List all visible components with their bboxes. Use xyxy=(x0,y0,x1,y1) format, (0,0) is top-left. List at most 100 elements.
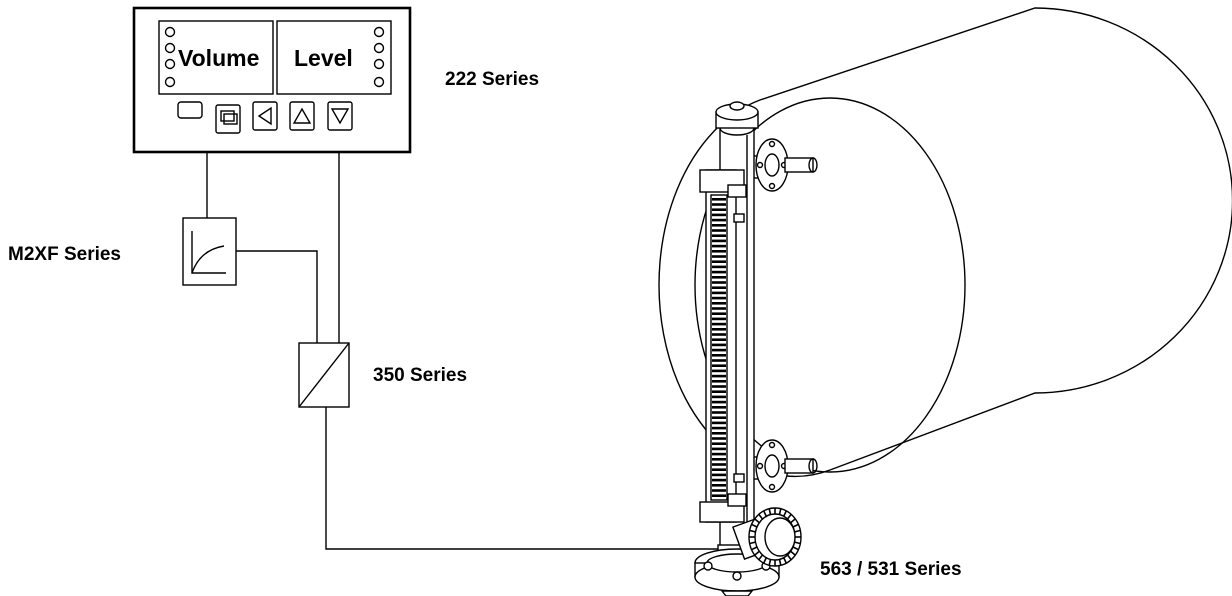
knurl-ridge xyxy=(786,513,792,520)
led-column-left xyxy=(164,26,176,88)
indicator-flap xyxy=(712,385,726,388)
indicator-flap xyxy=(712,291,726,295)
indicator-flap xyxy=(712,452,726,456)
indicator-flap xyxy=(712,281,726,284)
indicator-flap xyxy=(712,359,726,362)
knurl-ridge xyxy=(762,557,768,564)
knurl-ridge xyxy=(751,523,758,528)
indicator-flap xyxy=(712,473,726,477)
key-down[interactable] xyxy=(327,101,353,131)
indicator-flap xyxy=(712,224,726,227)
display-window-level xyxy=(276,20,392,95)
knurl-ridge xyxy=(782,510,788,517)
level-gauge xyxy=(694,101,818,596)
indicator-flap xyxy=(712,213,726,217)
label-563-531-series: 563 / 531 Series xyxy=(820,559,962,580)
knurl-ridge xyxy=(782,557,788,564)
indicator-flap xyxy=(712,463,726,466)
indicator-flap xyxy=(712,364,726,367)
transmitter-350 xyxy=(298,342,350,408)
knurl-ridge xyxy=(778,508,782,515)
indicator-flap xyxy=(712,208,726,211)
indicator-flap xyxy=(712,489,726,492)
indicator-flap xyxy=(712,437,726,440)
indicator-flap xyxy=(712,296,726,300)
indicator-flap xyxy=(712,218,726,222)
indicator-flap xyxy=(712,328,726,331)
label-350-series: 350 Series xyxy=(373,365,467,386)
indicator-flap xyxy=(712,244,726,248)
knurl-ridge xyxy=(786,554,792,561)
knurl-ridge xyxy=(768,508,772,515)
transmitter-head xyxy=(732,507,802,567)
indicator-flap xyxy=(712,447,726,451)
controller-housing xyxy=(132,6,412,154)
indicator-flap xyxy=(712,239,726,243)
indicator-flap xyxy=(712,270,726,274)
indicator-flap xyxy=(712,234,726,237)
display-text-level: Level xyxy=(294,45,353,71)
indicator-flap xyxy=(712,265,726,269)
display-window-volume xyxy=(158,20,274,95)
indicator-flap xyxy=(712,255,726,258)
indicator-flap xyxy=(712,276,726,279)
knurl-ridge xyxy=(792,546,799,551)
indicator-flap xyxy=(712,494,726,497)
knurl-ridge xyxy=(792,523,799,528)
knurl-ridge xyxy=(794,541,801,545)
tank xyxy=(658,7,1232,478)
indicator-flap xyxy=(712,442,726,445)
knurl-ridge xyxy=(749,529,756,533)
indicator-flap xyxy=(712,369,726,373)
knurl-ridge xyxy=(754,518,760,524)
indicator-flap xyxy=(712,343,726,347)
indicator-flap xyxy=(712,478,726,482)
indicator-flap xyxy=(712,312,726,315)
indicator-flaps xyxy=(712,198,726,497)
indicator-flap xyxy=(712,411,726,414)
indicator-flap xyxy=(712,421,726,425)
knurl-ridge xyxy=(758,513,764,520)
knurl-ridge xyxy=(749,541,756,545)
indicator-flap xyxy=(712,317,726,321)
indicator-rail xyxy=(699,169,747,523)
indicator-flap xyxy=(712,302,726,305)
indicator-flap xyxy=(712,250,726,253)
indicator-flap xyxy=(712,416,726,419)
key-up[interactable] xyxy=(289,101,315,131)
knurl-ridge xyxy=(790,550,796,556)
indicator-flap xyxy=(712,458,726,461)
controller-222: Volume Level xyxy=(132,6,412,154)
label-222-series: 222 Series xyxy=(445,69,539,90)
display-text-volume: Volume xyxy=(178,45,259,71)
indicator-flap xyxy=(712,286,726,289)
indicator-flap xyxy=(712,406,726,409)
indicator-flap xyxy=(712,484,726,487)
indicator-flap xyxy=(712,380,726,383)
knurl-ridge xyxy=(751,546,758,551)
indicator-flap xyxy=(712,374,726,378)
tank-end-ellipse xyxy=(694,97,966,473)
knurl-ridge xyxy=(754,550,760,556)
knurl-ridge xyxy=(778,559,782,566)
indicator-flap xyxy=(712,348,726,352)
indicator-flap xyxy=(712,333,726,336)
indicator-flap xyxy=(712,322,726,326)
knurl-ridge xyxy=(768,559,772,566)
knurl-ridge xyxy=(790,518,796,524)
indicator-flap xyxy=(712,354,726,357)
label-m2xf-series: M2XF Series xyxy=(8,244,121,265)
knurl-ridge xyxy=(762,510,768,517)
indicator-flap xyxy=(712,198,726,201)
key-left[interactable] xyxy=(252,101,278,131)
indicator-flap xyxy=(712,390,726,393)
indicator-flap xyxy=(712,432,726,435)
indicator-flap xyxy=(712,400,726,404)
led-column-right xyxy=(373,26,385,88)
key-blank[interactable] xyxy=(177,101,203,119)
key-menu[interactable] xyxy=(215,104,241,134)
wiring xyxy=(206,152,720,550)
indicator-flap xyxy=(712,468,726,471)
indicator-flap xyxy=(712,338,726,341)
